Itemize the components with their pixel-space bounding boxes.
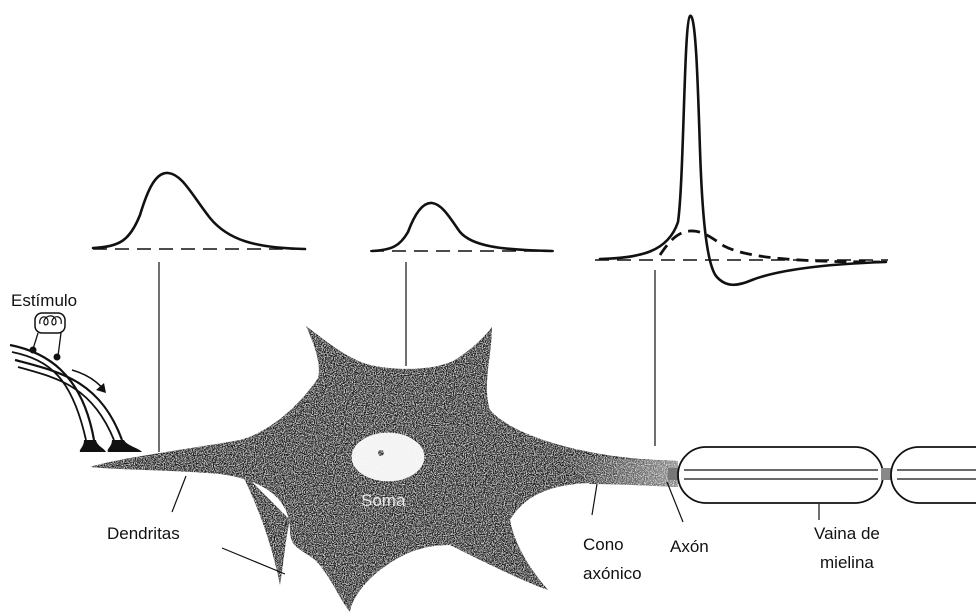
- label-soma: Soma: [361, 491, 406, 510]
- myelin-sheath-2: [890, 446, 976, 504]
- leader-lines: [171, 475, 820, 575]
- axon: [668, 446, 976, 504]
- direction-arrow-icon: [71, 369, 105, 391]
- leader-axon: [666, 481, 684, 523]
- leader-dendritas: [171, 475, 187, 513]
- electrode-tip-2: [53, 353, 61, 361]
- label-axon: Axón: [670, 537, 709, 556]
- label-axon-hillock-line1: Cono: [583, 535, 624, 554]
- trace-dendrite: [91, 171, 307, 251]
- electrode-coil-icon: [39, 315, 62, 326]
- node-of-ranvier: [881, 468, 893, 480]
- recording-lines: [158, 262, 656, 452]
- label-stimulus: Estímulo: [11, 291, 77, 310]
- presynaptic-axons: [9, 343, 142, 452]
- trace-axon: [595, 14, 888, 287]
- subthreshold-curve: [658, 229, 881, 264]
- epsp-dendrite-curve: [91, 171, 307, 251]
- label-axon-hillock-line2: axónico: [583, 564, 642, 583]
- leader-cono: [591, 483, 598, 516]
- leader-dendritas-2: [221, 547, 286, 575]
- nucleus: [350, 431, 426, 483]
- electrode-box: [34, 312, 66, 334]
- neuron: [90, 326, 678, 612]
- label-dendrites: Dendritas: [107, 524, 180, 543]
- stimulus-electrode: [29, 312, 66, 361]
- label-myelin-line2: mielina: [820, 553, 874, 572]
- synaptic-bouton-1: [79, 440, 106, 452]
- nucleolus: [378, 450, 384, 456]
- synaptic-bouton-2: [107, 440, 142, 452]
- label-myelin-line1: Vaina de: [814, 524, 880, 543]
- myelin-sheath-1: [677, 446, 884, 504]
- action-potential-curve: [598, 14, 888, 287]
- trace-soma: [370, 201, 554, 253]
- epsp-soma-curve: [370, 201, 554, 253]
- dendrite-branch-lower: [240, 470, 290, 585]
